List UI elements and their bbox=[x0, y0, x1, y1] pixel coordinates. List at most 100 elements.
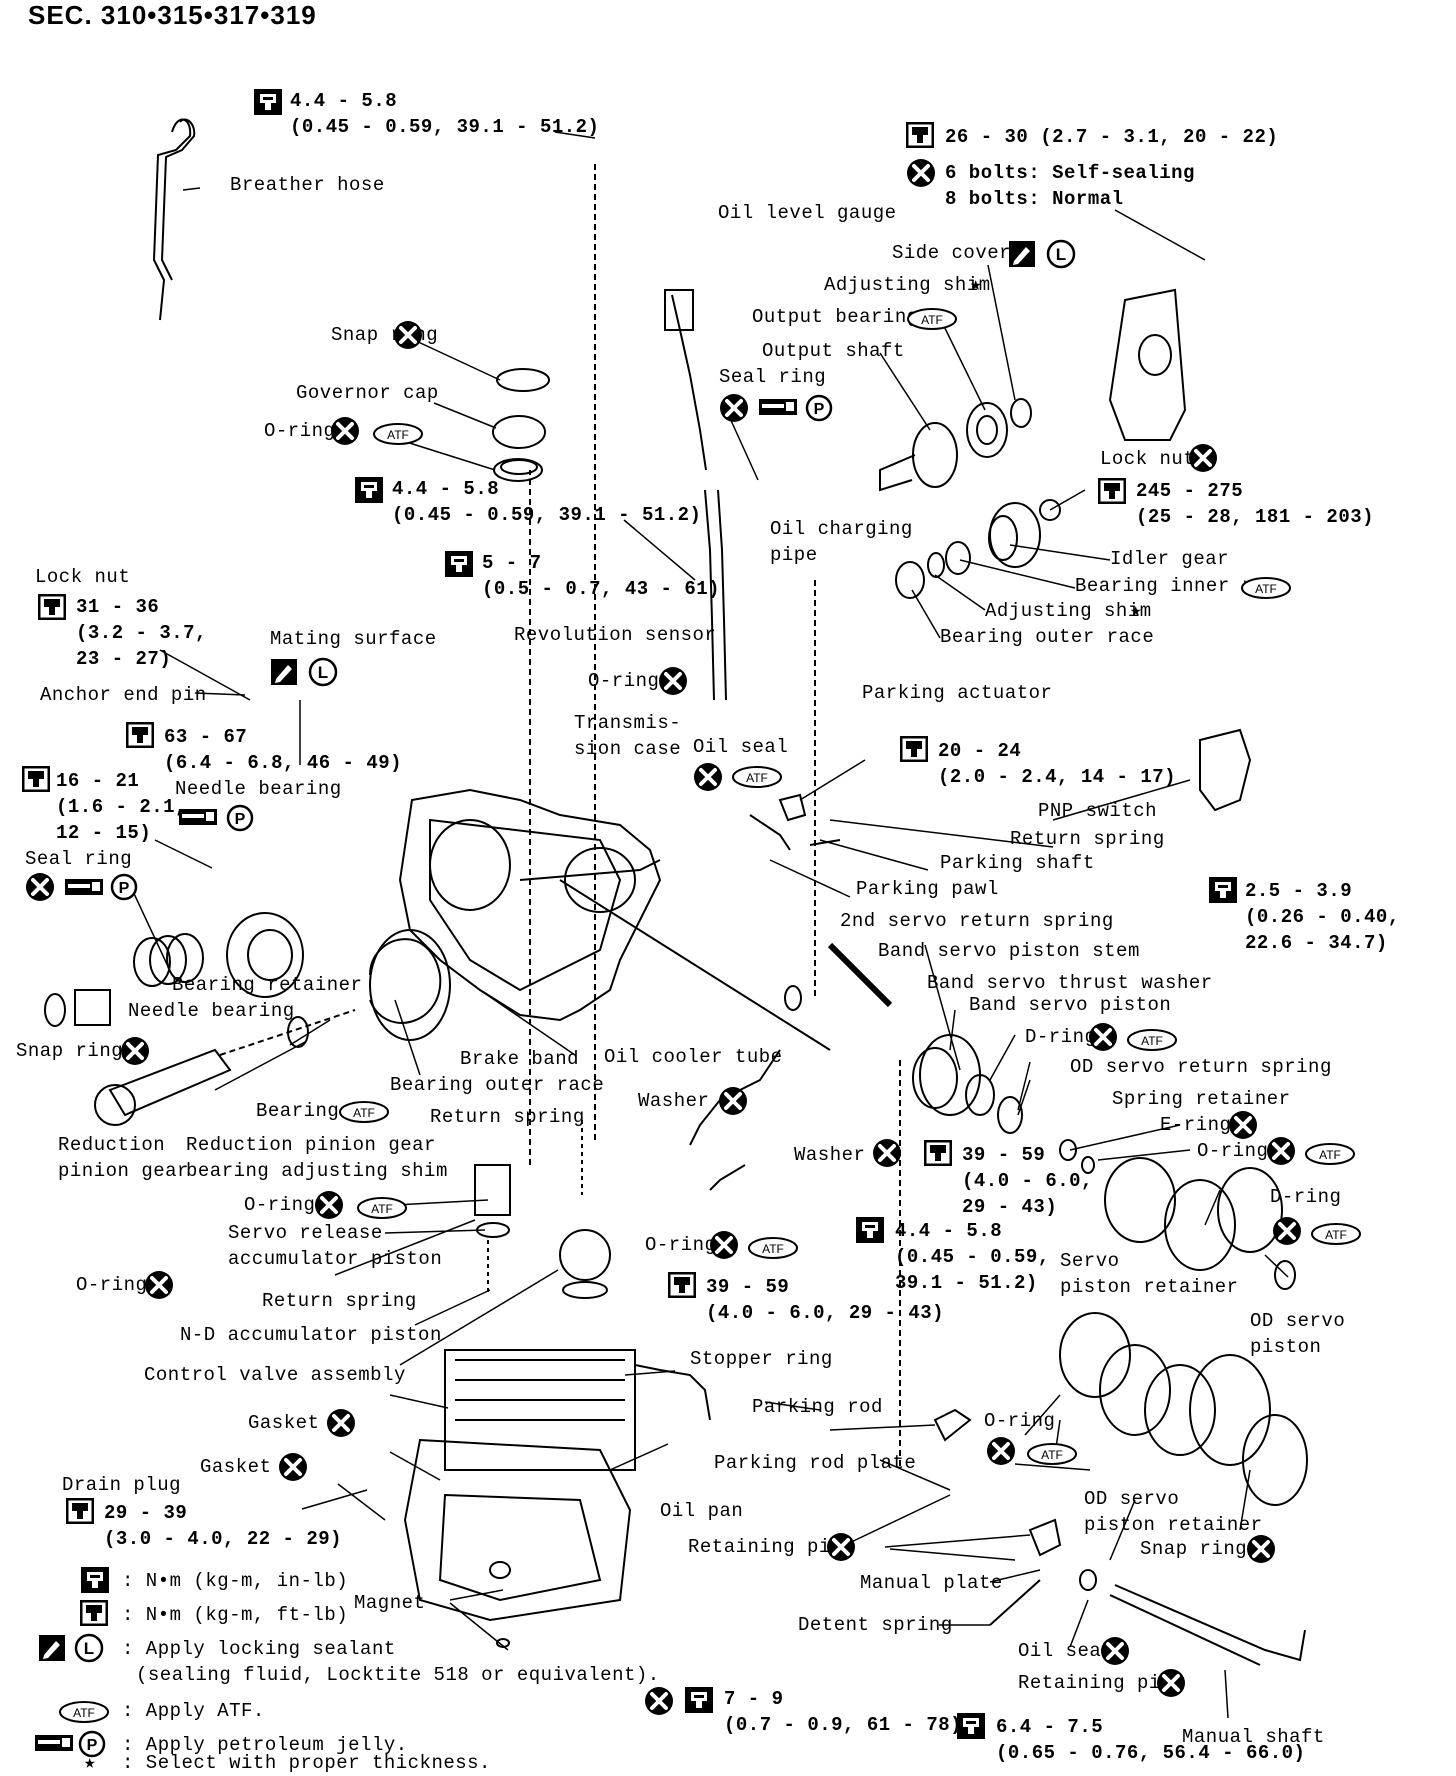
torque-top-value: 4.4 - 5.8 bbox=[290, 90, 398, 112]
band-servo-piston-stem-part bbox=[827, 942, 893, 1008]
locking-sealant-icon bbox=[39, 1635, 65, 1661]
reduction-pinion-gear-label-2: pinion gear bbox=[58, 1160, 189, 1182]
reduction-pinion-gear-part bbox=[108, 1048, 232, 1117]
pnp-switch-part bbox=[1199, 728, 1252, 812]
legend-sealant-detail: (sealing fluid, Locktite 518 or equivale… bbox=[136, 1664, 660, 1686]
torque-mid-detail-2: 39.1 - 51.2) bbox=[895, 1272, 1038, 1294]
oil-charging-pipe-label-2: pipe bbox=[770, 544, 818, 566]
torque-wrench-small-icon bbox=[126, 722, 154, 748]
retaining-pin-2-label: Retaining pin bbox=[1018, 1672, 1173, 1694]
legend-torque-ftlb: : N•m (kg-m, ft-lb) bbox=[122, 1604, 349, 1626]
replace-x-icon bbox=[1100, 1636, 1130, 1666]
apply-atf-icon: ATF bbox=[907, 308, 957, 330]
oil-seal-case-label: Oil seal bbox=[693, 736, 789, 758]
svg-text:ATF: ATF bbox=[387, 428, 409, 442]
petroleum-jelly-p-icon: P bbox=[805, 394, 833, 422]
apply-atf-icon: ATF bbox=[373, 423, 423, 445]
torque-case-detail: (6.4 - 6.8, 46 - 49) bbox=[164, 752, 403, 774]
control-valve-assembly-label: Control valve assembly bbox=[144, 1364, 406, 1386]
apply-petroleum-jelly-icon bbox=[179, 809, 217, 825]
o-ring-sensor-label: O-ring bbox=[588, 670, 660, 692]
apply-atf-icon: ATF bbox=[1127, 1029, 1177, 1051]
oil-cooler-tube-label: Oil cooler tube bbox=[604, 1046, 783, 1068]
svg-text:ATF: ATF bbox=[1255, 582, 1277, 596]
legend-select-thickness: : Select with proper thickness. bbox=[122, 1752, 491, 1774]
control-valve-assembly-part bbox=[444, 1349, 636, 1471]
bolts-normal: 8 bolts: Normal bbox=[945, 188, 1124, 210]
parking-rod-label: Parking rod bbox=[752, 1396, 883, 1418]
torque-wrench-icon bbox=[81, 1567, 109, 1593]
svg-text:P: P bbox=[87, 1737, 98, 1754]
transmission-case-label: Transmis- bbox=[574, 712, 682, 734]
svg-text:L: L bbox=[1056, 245, 1066, 264]
oil-seal-bottom-label: Oil seal bbox=[1018, 1640, 1114, 1662]
output-shaft-part bbox=[912, 422, 958, 488]
servo-piston-retainer-label: Servo bbox=[1060, 1250, 1120, 1272]
o-ring-servo-label: O-ring bbox=[244, 1194, 316, 1216]
snap-ring-right-label: Snap ring bbox=[1140, 1538, 1248, 1560]
stopper-ring-part bbox=[634, 1364, 711, 1421]
revolution-sensor-label: Revolution sensor bbox=[514, 624, 717, 646]
seal-ring-left-label: Seal ring bbox=[25, 848, 133, 870]
torque-pnp-value: 2.5 - 3.9 bbox=[1245, 880, 1353, 902]
torque-governor-detail: (0.45 - 0.59, 39.1 - 51.2) bbox=[392, 504, 702, 526]
return-spring-low-label: Return spring bbox=[262, 1290, 417, 1312]
torque-wrench-small-icon bbox=[906, 122, 934, 148]
reduction-shim-label-2: bearing adjusting shim bbox=[186, 1160, 448, 1182]
brake-band-part bbox=[369, 938, 442, 1024]
servo-release-accumulator-piston-label: Servo release bbox=[228, 1222, 383, 1244]
magnet-part bbox=[489, 1561, 511, 1579]
torque-locknut-right-detail: (25 - 28, 181 - 203) bbox=[1136, 506, 1375, 528]
o-ring-mid-label: O-ring bbox=[645, 1234, 717, 1256]
apply-petroleum-jelly-icon bbox=[65, 879, 103, 895]
torque-sensor-value: 5 - 7 bbox=[482, 552, 542, 574]
torque-left-detail-2: 12 - 15) bbox=[56, 822, 152, 844]
band-servo-piston-label: Band servo piston bbox=[969, 994, 1172, 1016]
breather-hose-label: Breather hose bbox=[230, 174, 385, 196]
manual-shaft-part bbox=[1114, 1584, 1306, 1662]
stopper-ring-label: Stopper ring bbox=[690, 1348, 833, 1370]
svg-text:ATF: ATF bbox=[762, 1242, 784, 1256]
replace-x-icon bbox=[709, 1230, 739, 1260]
oil-pan-part bbox=[403, 1438, 632, 1622]
torque-drain-detail: (3.0 - 4.0, 22 - 29) bbox=[104, 1528, 343, 1550]
snap-ring-left-label: Snap ring bbox=[16, 1040, 124, 1062]
o-ring-left-label: O-ring bbox=[76, 1274, 148, 1296]
needle-bearing-part bbox=[74, 989, 111, 1026]
torque-top-detail: (0.45 - 0.59, 39.1 - 51.2) bbox=[290, 116, 600, 138]
bearing-low-label: Bearing bbox=[256, 1100, 340, 1122]
torque-locknut-left-value: 31 - 36 bbox=[76, 596, 160, 618]
output-bearing-part bbox=[966, 402, 1008, 458]
needle-bearing-low-label: Needle bearing bbox=[128, 1000, 295, 1022]
torque-wrench-icon bbox=[1209, 877, 1237, 903]
parking-pawl-label: Parking pawl bbox=[856, 878, 999, 900]
band-servo-piston-stem-label: Band servo piston stem bbox=[878, 940, 1140, 962]
nd-accumulator-piston-part bbox=[559, 1229, 611, 1281]
torque-wrench-small-icon bbox=[22, 766, 50, 792]
manual-plate-part bbox=[1028, 1518, 1062, 1557]
parking-rod-part bbox=[933, 1408, 972, 1442]
parking-rod-plate-label: Parking rod plate bbox=[714, 1452, 917, 1474]
legend-sealant: : Apply locking sealant bbox=[122, 1638, 396, 1660]
replace-x-icon bbox=[644, 1686, 674, 1716]
torque-cooler2-value: 39 - 59 bbox=[706, 1276, 790, 1298]
torque-cooler-detail-2: 29 - 43) bbox=[962, 1196, 1058, 1218]
select-thickness-star-icon: ★ bbox=[1130, 600, 1142, 622]
torque-wrench-small-icon bbox=[668, 1272, 696, 1298]
oil-charging-pipe-label: Oil charging bbox=[770, 518, 913, 540]
replace-x-icon bbox=[314, 1190, 344, 1220]
locking-sealant-l-icon: L bbox=[308, 657, 338, 687]
apply-atf-icon: ATF bbox=[339, 1101, 389, 1123]
o-ring-right-label: O-ring bbox=[1197, 1140, 1269, 1162]
retaining-pin-1-label: Retaining pin bbox=[688, 1536, 843, 1558]
locking-sealant-l-icon: L bbox=[74, 1633, 104, 1663]
output-bearing-label: Output bearing bbox=[752, 306, 919, 328]
replace-x-icon bbox=[278, 1452, 308, 1482]
replace-x-icon bbox=[326, 1408, 356, 1438]
manual-shaft-label: Manual shaft bbox=[1182, 1726, 1325, 1748]
reduction-shim-label: Reduction pinion gear bbox=[186, 1134, 436, 1156]
spring-retainer-label: Spring retainer bbox=[1112, 1088, 1291, 1110]
oil-charging-pipe-part bbox=[704, 489, 715, 701]
replace-x-icon bbox=[144, 1270, 174, 1300]
detent-spring-part bbox=[989, 1579, 1041, 1626]
